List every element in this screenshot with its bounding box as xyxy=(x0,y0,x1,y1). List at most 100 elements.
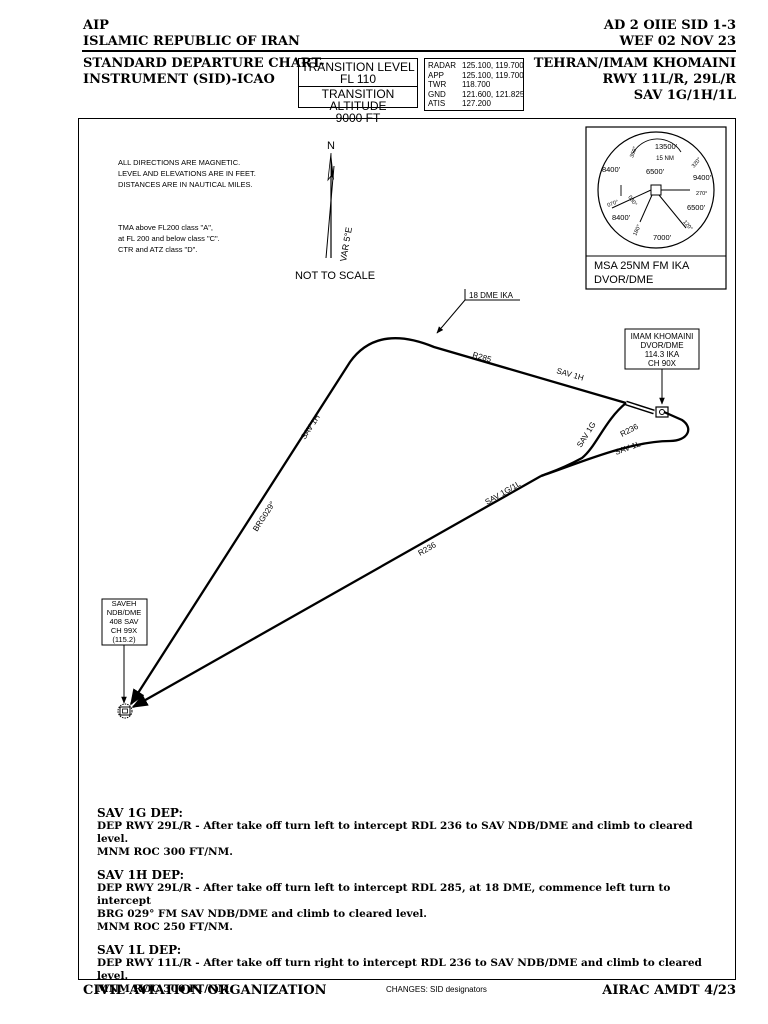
msa-arc xyxy=(632,138,682,154)
label-brg029: BRG029° xyxy=(251,500,277,533)
msa-ring-label: 15 NM xyxy=(656,156,674,162)
general-notes: ALL DIRECTIONS ARE MAGNETIC. LEVEL AND E… xyxy=(118,157,256,190)
ika-callout: IMAM KHOMAINI DVOR/DME 114.3 IKA CH 90X xyxy=(624,328,700,405)
north-arrow: N VAR 5°E NOT TO SCALE xyxy=(295,140,375,282)
msa-radial xyxy=(611,189,652,209)
departure-line: MNM ROC 250 FT/NM. xyxy=(97,921,233,933)
label-sav1h-left: SAV 1H xyxy=(299,413,322,441)
msa-diagram: 13500' 15 NM 8400' 6500' 9400' 6500' 840… xyxy=(585,126,727,290)
msa-alt-lower-left: 8400' xyxy=(612,213,631,222)
msa-box xyxy=(585,126,727,290)
transition-altitude-label: TRANSITION ALTITUDE xyxy=(321,87,395,113)
msa-bearing: 320° xyxy=(691,157,703,170)
note-line: ALL DIRECTIONS ARE MAGNETIC. xyxy=(118,158,241,167)
magnetic-north-line xyxy=(325,165,335,259)
publication-name: AIP xyxy=(83,18,109,33)
departure-line: DEP RWY 11L/R - After take off turn righ… xyxy=(97,957,702,982)
footer-amendment: AIRAC AMDT 4/23 xyxy=(602,983,736,998)
scale-note: NOT TO SCALE xyxy=(295,270,375,282)
label-r236-upper: R236 xyxy=(619,422,641,439)
departure-title: SAV 1G DEP: xyxy=(97,806,183,820)
header-rule xyxy=(82,50,736,52)
msa-circle xyxy=(597,131,715,249)
departure-line: MNM ROC 300 FT/NM. xyxy=(97,846,233,858)
msa-bearing: 180° xyxy=(632,224,642,237)
dme-fix-callout: 18 DME IKA xyxy=(436,289,520,334)
north-arrow-head-outline xyxy=(327,152,332,182)
note-line: DISTANCES ARE IN NAUTICAL MILES. xyxy=(118,180,253,189)
dme-fix-label: 18 DME IKA xyxy=(469,291,514,300)
saveh-alt-frequency: (115.2) xyxy=(112,635,136,644)
msa-alt-top: 13500' xyxy=(655,142,678,151)
departure-sav1h: SAV 1H DEP: DEP RWY 29L/R - After take o… xyxy=(97,868,727,934)
ika-callout-box xyxy=(624,328,700,370)
dme-fix-pointer xyxy=(436,299,466,334)
runway-inner xyxy=(625,402,655,413)
transition-level-label: TRANSITION LEVEL xyxy=(301,60,415,74)
aerodrome-name: TEHRAN/IMAM KHOMAINI xyxy=(533,56,736,71)
msa-radial xyxy=(658,194,687,229)
msa-alt-center: 6500' xyxy=(646,167,665,176)
msa-caption-line2: DVOR/DME xyxy=(594,274,653,286)
ika-dvor-icon xyxy=(655,406,669,418)
msa-bearing: 070° xyxy=(607,199,620,209)
route-sav1l xyxy=(540,410,690,478)
msa-dvor-icon xyxy=(650,184,662,196)
procedure-list: SAV 1G/1H/1L xyxy=(633,88,736,103)
ika-name: IMAM KHOMAINI xyxy=(631,332,694,341)
chart-title-line2: INSTRUMENT (SID)-ICAO xyxy=(83,72,275,87)
runway-list: RWY 11L/R, 29L/R xyxy=(602,72,736,87)
saveh-dme-inner xyxy=(122,708,128,714)
chart-id: AD 2 OIIE SID 1-3 xyxy=(603,18,736,33)
saveh-channel: CH 99X xyxy=(111,626,137,635)
chart-frame xyxy=(78,118,736,980)
note-line: TMA above FL200 class "A", xyxy=(118,223,213,232)
airspace-notes: TMA above FL200 class "A", at FL 200 and… xyxy=(118,222,220,255)
departure-instructions: SAV 1G DEP: DEP RWY 29L/R - After take o… xyxy=(97,806,727,996)
note-line: LEVEL AND ELEVATIONS ARE IN FEET. xyxy=(118,169,256,178)
msa-radial xyxy=(639,194,653,223)
footer-changes: CHANGES: SID designators xyxy=(386,985,487,994)
departure-line: DEP RWY 29L/R - After take off turn left… xyxy=(97,882,671,907)
label-sav1l: SAV 1L xyxy=(614,439,643,457)
footer-organization: CIVIL AVIATION ORGANIZATION xyxy=(83,983,327,998)
msa-alt-right: 9400' xyxy=(693,173,712,182)
saveh-dme-icon xyxy=(119,706,131,716)
msa-bearing: 360° xyxy=(629,146,639,159)
note-line: at FL 200 and below class "C". xyxy=(118,234,220,243)
saveh-name: SAVEH xyxy=(112,599,137,608)
departure-line: MNM ROC 300 FT/NM. xyxy=(97,983,233,995)
departure-title: SAV 1H DEP: xyxy=(97,868,185,882)
saveh-callout: SAVEH NDB/DME 408 SAV CH 99X (115.2) xyxy=(101,598,148,704)
country-name: ISLAMIC REPUBLIC OF IRAN xyxy=(83,34,300,49)
label-sav1h-upper: SAV 1H xyxy=(555,366,584,382)
saveh-type: NDB/DME xyxy=(107,608,142,617)
departure-line: DEP RWY 29L/R - After take off turn left… xyxy=(97,820,693,845)
route-labels: R285 SAV 1H SAV 1H BRG029° SAV 1G R236 S… xyxy=(251,350,642,557)
routes xyxy=(130,337,690,709)
msa-caption-line1: MSA 25NM FM IKA xyxy=(594,260,690,272)
variation-label: VAR 5°E xyxy=(338,226,354,262)
note-line: CTR and ATZ class "D". xyxy=(118,245,198,254)
msa-alt-lower-right: 6500' xyxy=(687,203,706,212)
msa-alt-left: 8400' xyxy=(602,165,621,174)
route-sav1h xyxy=(130,337,627,706)
msa-bearing: 270° xyxy=(696,191,707,197)
ika-frequency: 114.3 IKA xyxy=(645,350,680,359)
north-label: N xyxy=(327,140,335,152)
label-r236-lower: R236 xyxy=(417,540,439,558)
departure-sav1l: SAV 1L DEP: DEP RWY 11L/R - After take o… xyxy=(97,943,727,996)
transition-level-value: FL 110 xyxy=(339,72,377,86)
route-sav1g-1l-common xyxy=(131,474,542,709)
msa-alt-bottom: 7000' xyxy=(653,233,672,242)
label-sav1g-1l: SAV 1G/1L xyxy=(484,479,523,507)
departure-sav1g: SAV 1G DEP: DEP RWY 29L/R - After take o… xyxy=(97,806,727,859)
departure-title: SAV 1L DEP: xyxy=(97,943,182,957)
transition-box: TRANSITION LEVEL FL 110 TRANSITION ALTIT… xyxy=(298,58,418,124)
